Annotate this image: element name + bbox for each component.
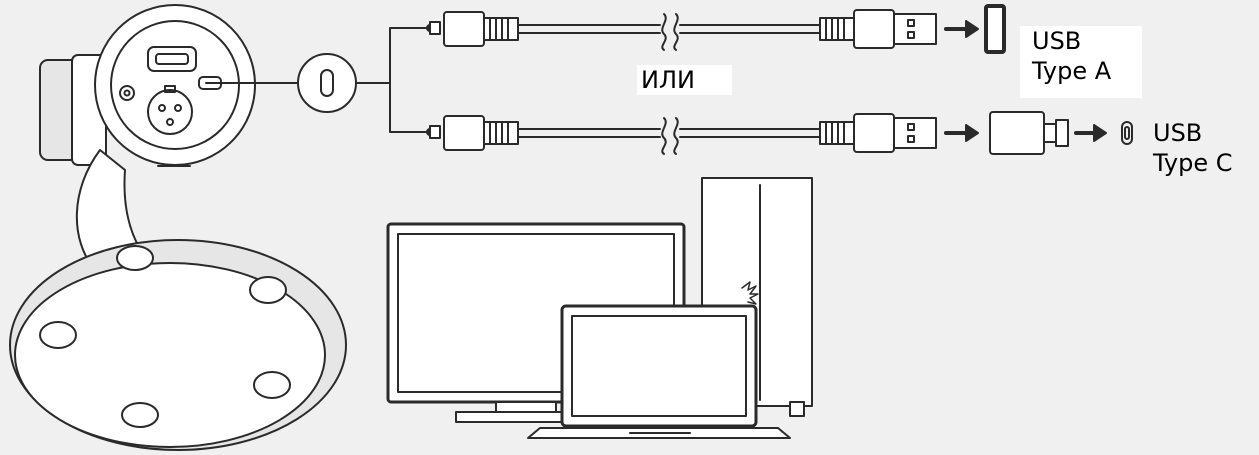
or-label: ИЛИ [637, 65, 732, 95]
usb-type-c-label: USB Type C [1145, 118, 1259, 198]
usb-type-c-line2: Type C [1153, 149, 1233, 177]
microphone-rear-panel [94, 4, 256, 167]
laptop [527, 304, 791, 439]
usb-type-c-line1: USB [1153, 119, 1203, 147]
usb-type-a-label: USB Type A [1020, 26, 1142, 98]
cable-usb-c [429, 111, 1133, 155]
usb-type-a-line2: Type A [1032, 57, 1112, 85]
cable-usb-a [429, 4, 1006, 54]
usb-c-port-callout [215, 24, 434, 136]
or-label-text: ИЛИ [641, 66, 695, 94]
microphone-stand [9, 54, 347, 451]
usb-type-a-line1: USB [1032, 27, 1082, 55]
